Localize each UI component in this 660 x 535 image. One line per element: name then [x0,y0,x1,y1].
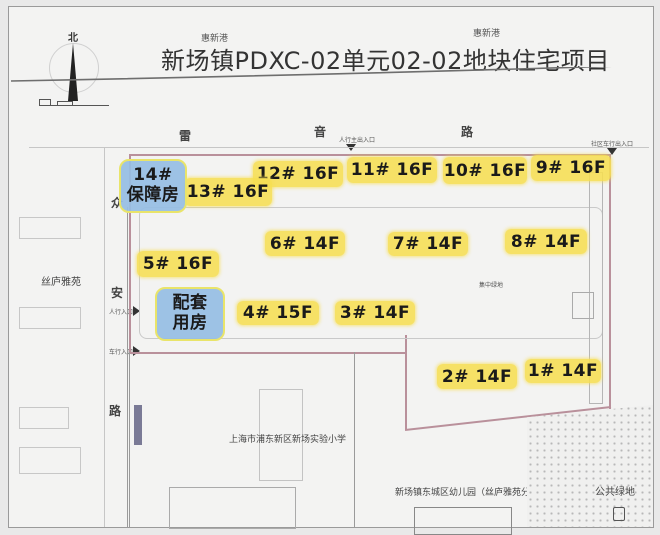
west-community-label: 丝庐雅苑 [41,277,81,288]
building-2[interactable]: 2# 14F [437,364,517,389]
west-vehicle-entrance-label: 车行入口 [109,349,134,356]
site-boundary-inner-west [405,335,407,430]
building-10-label: 10# 16F [443,160,527,181]
west-community-outline-4 [19,447,81,474]
public-green-area [527,405,653,527]
building-8-label: 8# 14F [510,231,582,252]
west-community-outline-3 [19,407,69,429]
building-14-affordable-housing[interactable]: 14# 保障房 [119,159,187,213]
building-7[interactable]: 7# 14F [388,232,468,256]
road-char-lu-north: 路 [461,125,474,139]
west-pedestrian-arrow-icon [133,306,140,316]
west-road-edge-inner [104,147,105,527]
road-char-yin: 音 [314,125,327,139]
parking-marker [134,405,142,445]
west-community-outline-1 [19,217,81,239]
building-2-label: 2# 14F [441,366,513,387]
center-green-label: 集中绿地 [479,282,504,289]
building-9-label: 9# 16F [535,158,607,178]
kindergarten-label: 新场镇东城区幼儿园（丝庐雅苑分部） [395,488,549,498]
support-facility-building[interactable]: 配套 用房 [155,287,225,341]
building-1[interactable]: 1# 14F [525,359,601,383]
west-vehicle-arrow-icon [133,346,140,356]
building-4-label: 4# 15F [242,303,314,323]
support-facility-line1: 配套 [172,293,208,314]
support-facility-line2: 用房 [172,313,208,333]
road-char-lei: 雷 [179,129,192,143]
building-6[interactable]: 6# 14F [265,231,345,256]
north-label: 北 [68,33,78,44]
building-10[interactable]: 10# 16F [443,157,527,184]
west-road-edge [127,207,128,527]
site-boundary-west [129,154,131,352]
river-label-left: 惠新港 [201,34,229,44]
site-boundary-east [609,154,611,409]
kindergarten-building [414,507,512,535]
northeast-entrance-arrow-icon [607,148,617,155]
site-boundary-south [405,406,612,431]
building-5[interactable]: 5# 16F [137,251,219,277]
north-arrow: 北 [49,29,99,101]
building-11[interactable]: 11# 16F [347,157,437,183]
building-14-type: 保障房 [126,185,180,205]
site-boundary-mid [129,352,405,354]
building-9[interactable]: 9# 16F [531,155,611,181]
road-char-an: 安 [111,286,124,300]
north-pedestrian-entrance-label: 人行主出入口 [339,137,376,144]
northeast-entrance-label: 社区车行出入口 [591,141,634,148]
school-building-2 [259,389,303,481]
building-7-label: 7# 14F [392,234,464,254]
building-8[interactable]: 8# 14F [505,229,587,254]
building-11-label: 11# 16F [350,160,434,180]
building-6-label: 6# 14F [269,233,341,254]
building-13[interactable]: 13# 16F [184,178,272,206]
public-green-label: 公共绿地 [595,487,635,498]
road-char-lu-west: 路 [109,404,122,418]
school-label: 上海市浦东新区新场实验小学 [229,435,347,445]
school-building [169,487,296,529]
school-boundary-west [129,352,130,527]
north-arrow-icon [68,43,78,101]
building-5-label: 5# 16F [142,254,214,274]
site-plan-sheet: 北 新场镇PDXC-02单元02-02地块住宅项目 惠新港 惠新港 雷 音 路 … [8,6,654,535]
page-title: 新场镇PDXC-02单元02-02地块住宅项目 [161,47,610,75]
small-structure [572,292,594,319]
building-1-label: 1# 14F [527,361,599,381]
building-3-label: 3# 14F [339,303,411,323]
west-community-outline-2 [19,307,81,329]
building-14-number: 14# [133,165,173,186]
building-4[interactable]: 4# 15F [237,301,319,325]
school-boundary-east [354,352,355,527]
building-13-label: 13# 16F [186,182,270,202]
river-label-right: 惠新港 [473,29,501,39]
river-boundary-line [10,67,612,82]
green-marker-icon [613,507,625,521]
north-road-edge [29,147,649,148]
scale-bar [39,99,109,106]
building-3[interactable]: 3# 14F [335,301,415,325]
west-pedestrian-entrance-label: 人行入口 [109,309,134,316]
site-boundary-north [129,154,611,156]
building-12-label: 12# 16F [256,164,340,184]
